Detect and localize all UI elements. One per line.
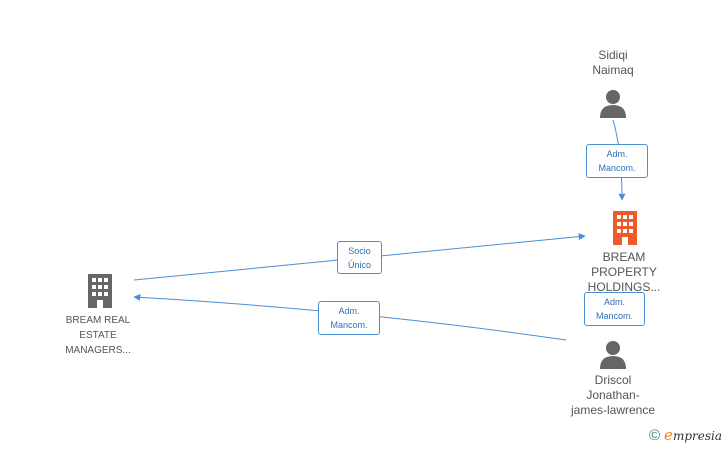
building-icon[interactable]: [85, 274, 115, 308]
node-label-driscol[interactable]: Driscol Jonathan- james-lawrence: [570, 373, 656, 417]
node-label-bream-property[interactable]: BREAM PROPERTY HOLDINGS...: [587, 250, 661, 294]
edge-label-socio-unico[interactable]: Socio Único: [337, 241, 382, 274]
node-label-sidiqi[interactable]: Sidiqi Naimaq: [592, 48, 634, 77]
edge-label-adm-driscol-real-estate[interactable]: Adm. Mancom.: [318, 301, 380, 335]
watermark: © empresia: [649, 426, 722, 444]
person-icon[interactable]: [598, 339, 628, 369]
building-icon[interactable]: [610, 211, 640, 245]
edge-label-adm-driscol-property[interactable]: Adm. Mancom.: [584, 292, 645, 326]
copyright-icon: ©: [648, 426, 661, 444]
edge-label-adm-sidiqi[interactable]: Adm. Mancom.: [586, 144, 648, 178]
brand-logo: empresia: [664, 426, 722, 444]
person-icon[interactable]: [598, 88, 628, 118]
node-label-bream-real-estate[interactable]: BREAM REAL ESTATE MANAGERS...: [65, 315, 131, 356]
